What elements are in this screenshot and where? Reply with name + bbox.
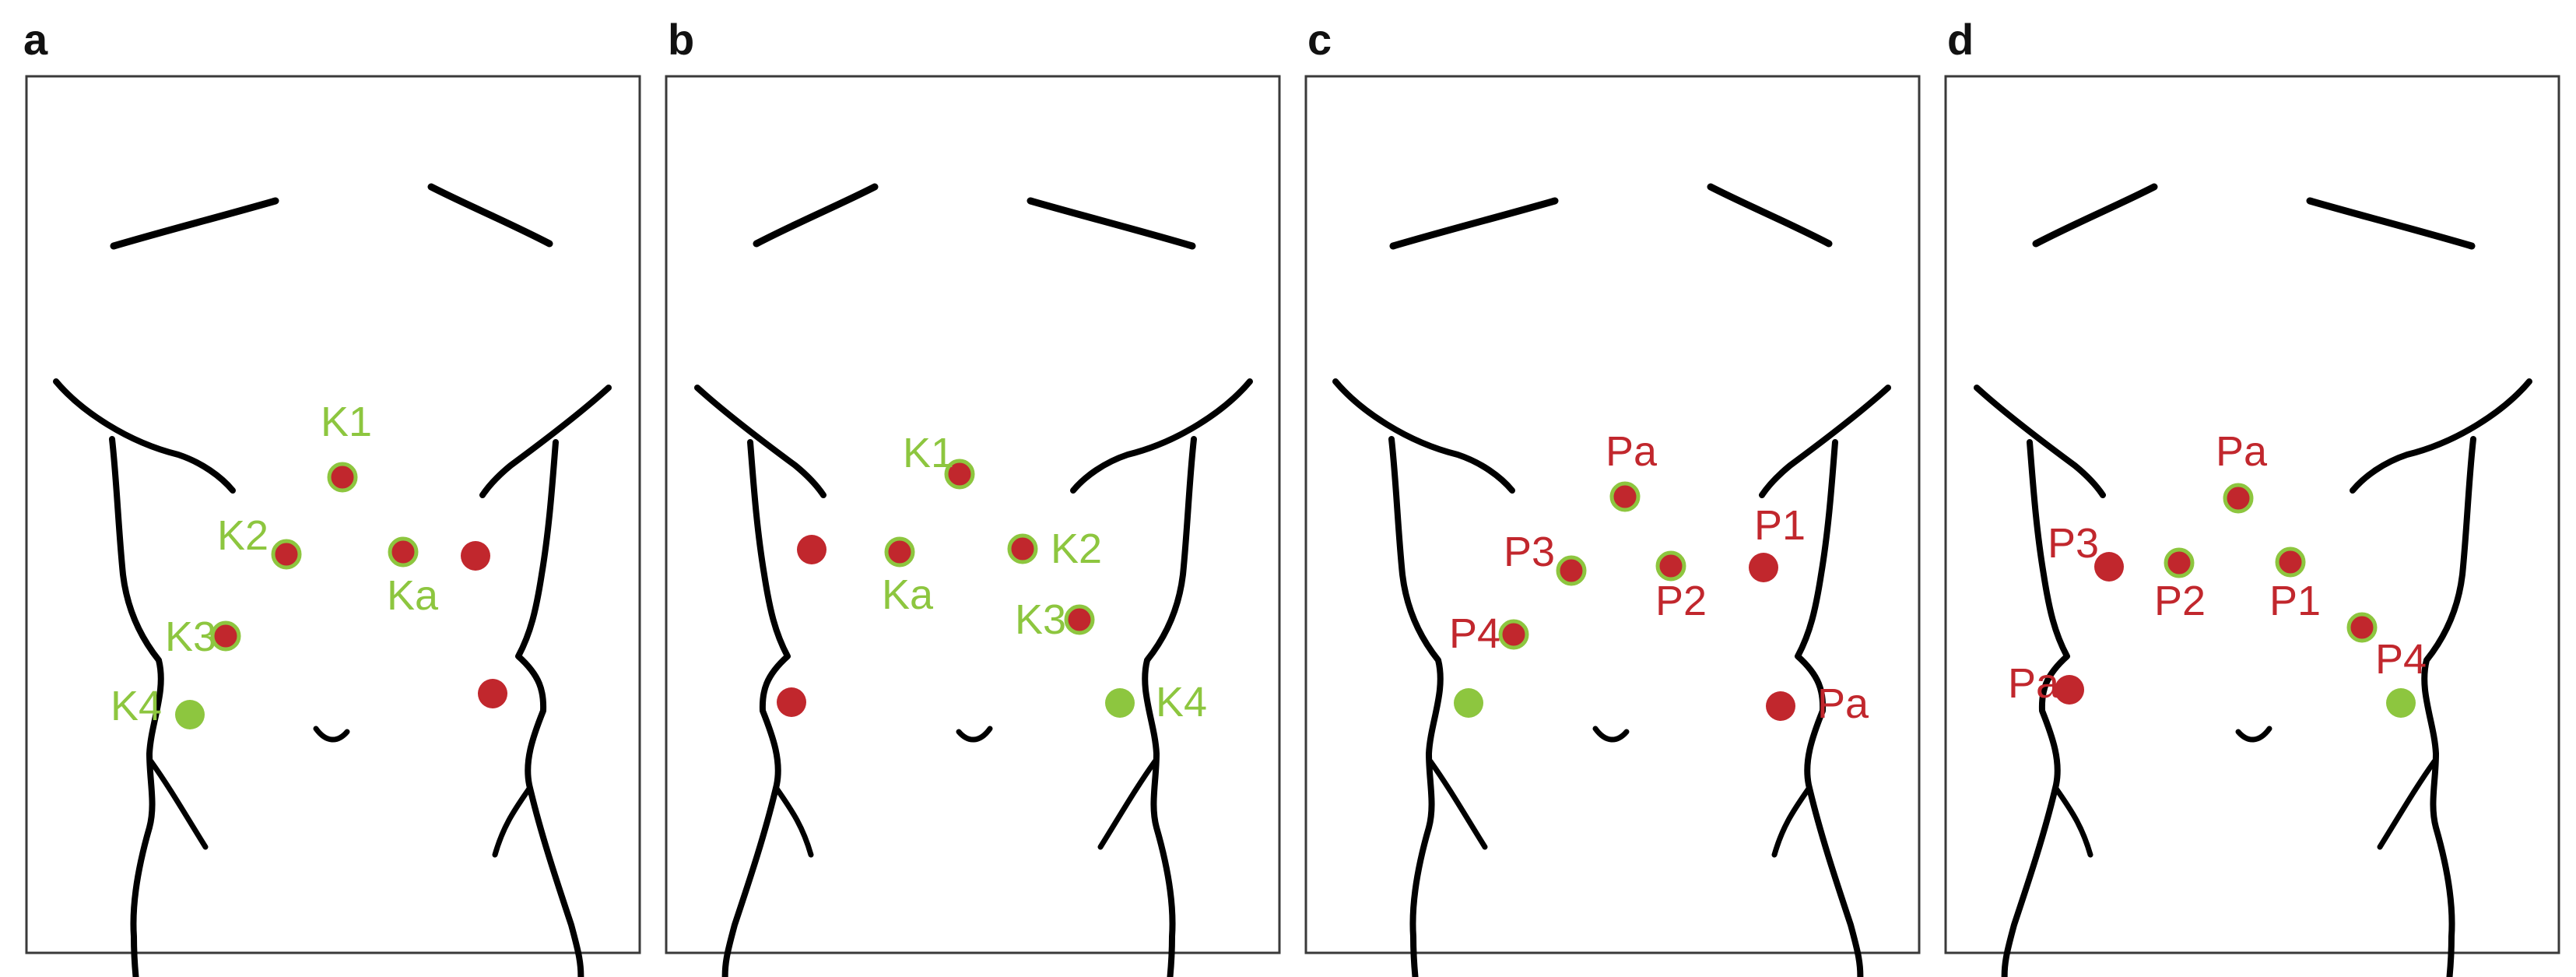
port-marker (944, 459, 975, 490)
port-label: P2 (2154, 578, 2206, 624)
port-marker (175, 700, 205, 729)
port-label: Pa (2216, 428, 2268, 475)
port-marker (1655, 550, 1686, 582)
port-label: K4 (111, 683, 162, 729)
port-marker (388, 536, 419, 568)
port-marker (2275, 546, 2306, 578)
port-label: K4 (1156, 679, 1207, 726)
port-label: K2 (1051, 525, 1102, 572)
panel-letter: a (23, 15, 48, 64)
port-marker (2223, 483, 2254, 514)
port-marker (1454, 688, 1483, 718)
port-label: P3 (2048, 520, 2099, 567)
port-label: Ka (387, 572, 439, 619)
port-marker (210, 620, 241, 652)
port-marker (1766, 691, 1795, 721)
port-label: K1 (321, 399, 372, 445)
port-marker (1609, 481, 1641, 512)
port-marker (1749, 553, 1778, 582)
port-label: P1 (1754, 502, 1806, 549)
port-marker (2055, 675, 2084, 705)
port-label: Pa (1606, 428, 1658, 475)
port-marker (1105, 688, 1135, 718)
port-marker (2346, 612, 2378, 643)
panel-letter: b (668, 15, 694, 64)
port-label: P2 (1655, 578, 1707, 624)
panel-letter: d (1947, 15, 1974, 64)
port-label: K3 (165, 613, 216, 660)
port-label: Ka (882, 571, 934, 618)
port-marker (327, 462, 358, 493)
port-label: Pa (1817, 680, 1869, 727)
port-marker (1556, 555, 1587, 586)
port-label: K1 (903, 430, 954, 476)
port-marker (271, 539, 302, 570)
port-marker (884, 536, 915, 568)
port-label: P4 (1449, 610, 1500, 657)
port-marker (1498, 619, 1529, 650)
port-marker (777, 687, 806, 717)
port-marker (2386, 688, 2416, 718)
port-label: P1 (2269, 578, 2321, 624)
port-label: P3 (1504, 529, 1555, 575)
port-marker (461, 541, 490, 571)
port-marker (2164, 547, 2195, 578)
port-marker (2094, 552, 2124, 582)
port-label: P4 (2375, 636, 2427, 683)
port-label: K2 (217, 512, 268, 559)
port-marker (797, 535, 826, 564)
panel-letter: c (1307, 15, 1332, 64)
port-label: K3 (1015, 596, 1066, 643)
port-marker (478, 679, 507, 708)
port-marker (1007, 533, 1038, 564)
port-label: Pa (2008, 660, 2060, 707)
port-marker (1064, 604, 1095, 635)
